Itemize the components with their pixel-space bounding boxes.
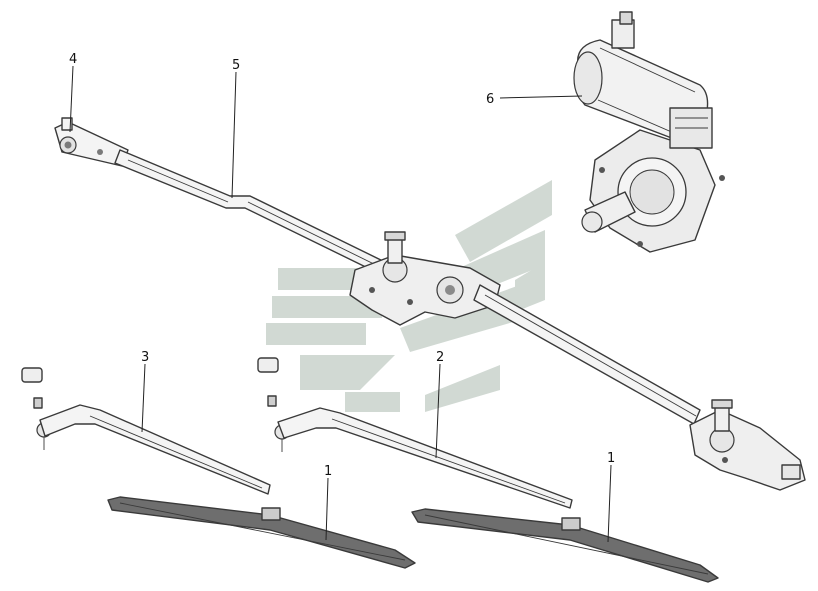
callout-2: 2 (436, 350, 444, 365)
wiper-arm-right (257, 357, 573, 509)
callout-1-right: 1 (607, 451, 615, 466)
leader-4 (69, 65, 74, 133)
wiper-linkage (54, 117, 806, 491)
leader-5 (231, 71, 237, 199)
callout-1-left: 1 (324, 464, 332, 479)
wiper-blade-left (107, 496, 416, 569)
leader-1a (325, 477, 329, 541)
wiper-blade-right (411, 508, 719, 583)
wiper-arm-left (21, 367, 271, 495)
brand-logo-watermark (266, 180, 552, 412)
leader-lines (69, 65, 612, 543)
leader-3 (141, 363, 146, 433)
leader-2 (435, 363, 441, 459)
leader-6 (499, 95, 583, 99)
leader-1b (607, 464, 612, 543)
wiper-motor (573, 11, 725, 253)
callout-3: 3 (141, 350, 149, 365)
callout-5: 5 (232, 58, 240, 73)
callout-4: 4 (69, 52, 77, 67)
callout-6: 6 (486, 92, 494, 107)
